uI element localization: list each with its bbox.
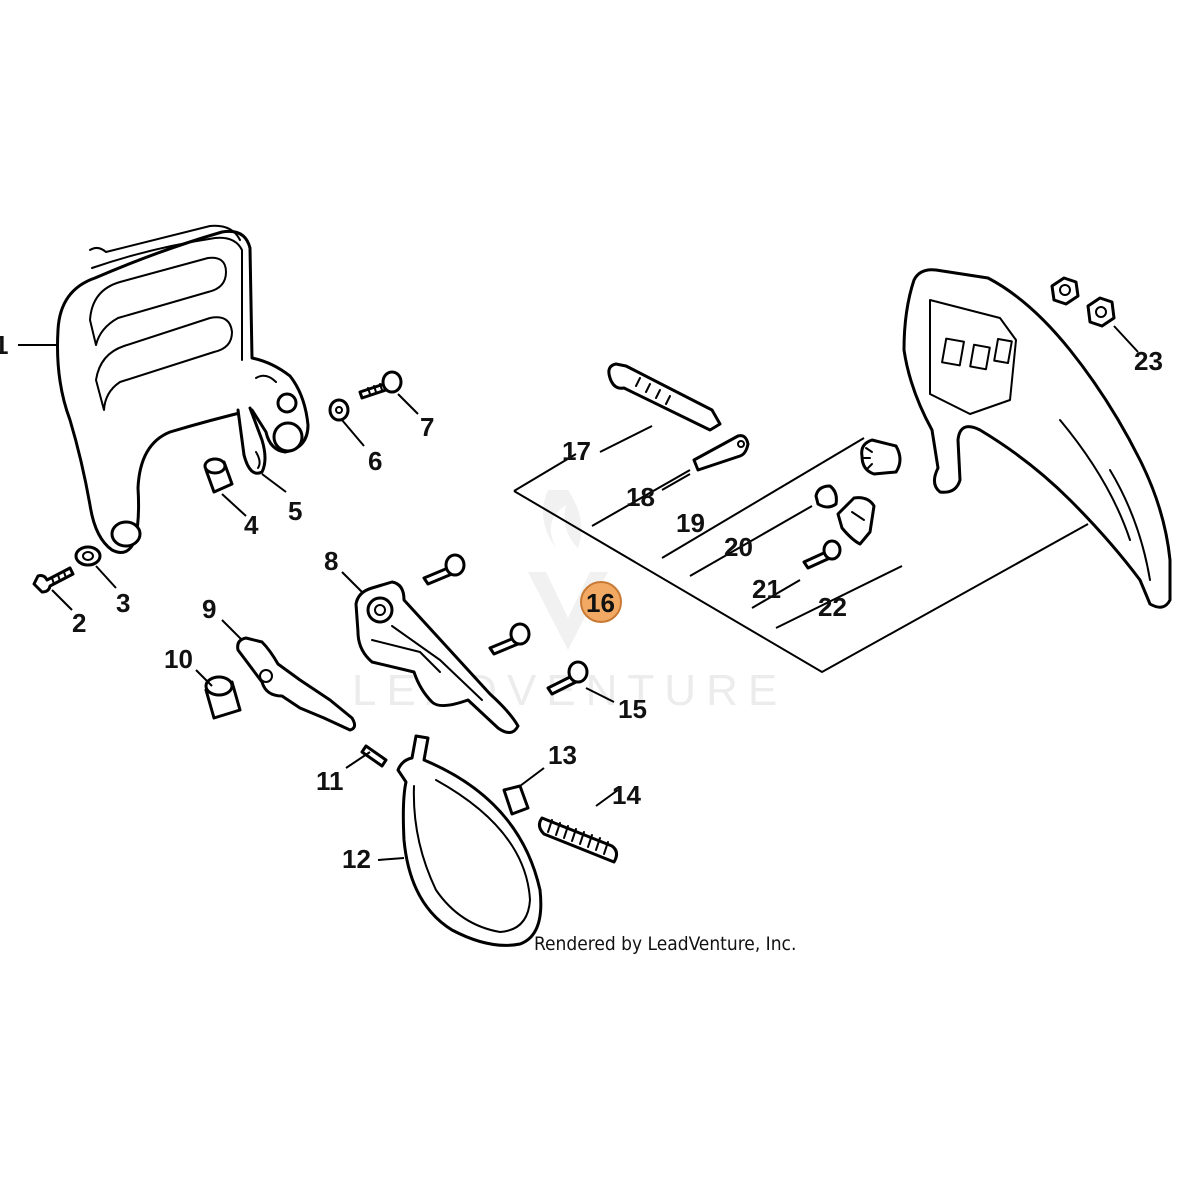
part-screw-misc-b[interactable] (488, 622, 531, 656)
part-screw-2[interactable] (32, 566, 75, 594)
callout-18[interactable]: 18 (626, 482, 655, 512)
callout-5[interactable]: 5 (288, 496, 302, 526)
callout-12[interactable]: 12 (342, 844, 371, 874)
callout-labels: 1 2 3 4 5 6 7 8 9 10 11 12 13 14 15 16 1… (0, 330, 1163, 874)
part-nut-23b[interactable] (1086, 296, 1116, 328)
callout-10[interactable]: 10 (164, 644, 193, 674)
callout-13[interactable]: 13 (548, 740, 577, 770)
callout-8[interactable]: 8 (324, 546, 338, 576)
part-screw-15[interactable] (546, 660, 589, 696)
part-screw-7[interactable] (358, 370, 403, 400)
part-nut-23a[interactable] (1050, 276, 1080, 306)
callout-20[interactable]: 20 (724, 532, 753, 562)
callout-6[interactable]: 6 (368, 446, 382, 476)
part-tensioner-screw-17[interactable] (607, 362, 722, 432)
callout-14[interactable]: 14 (612, 780, 641, 810)
leader-lines (18, 325, 1139, 861)
callout-19[interactable]: 19 (676, 508, 705, 538)
callout-3[interactable]: 3 (116, 588, 130, 618)
callout-23[interactable]: 23 (1134, 346, 1163, 376)
callout-16[interactable]: 16 (586, 588, 615, 618)
part-sprocket-cover[interactable] (902, 268, 1172, 609)
callout-22[interactable]: 22 (818, 592, 847, 622)
part-spring-5[interactable] (236, 406, 267, 475)
assembly-bracket (513, 437, 1089, 674)
callout-11[interactable]: 11 (316, 766, 344, 796)
part-washer-6[interactable] (328, 398, 350, 422)
part-sleeve-4[interactable] (203, 457, 234, 494)
part-brake-band-12[interactable] (396, 734, 543, 947)
part-sleeve-10[interactable] (204, 675, 242, 720)
part-guide-22[interactable] (836, 496, 876, 546)
highlight-circle (580, 581, 622, 623)
part-block-13[interactable] (502, 784, 530, 816)
part-screw-21[interactable] (802, 539, 842, 570)
part-gear-20[interactable] (814, 484, 838, 509)
part-gear-19[interactable] (860, 438, 902, 476)
part-hand-guard[interactable] (56, 224, 310, 554)
part-tensioner-slide-18[interactable] (692, 434, 750, 472)
callout-2[interactable]: 2 (72, 608, 86, 638)
part-spring-14[interactable] (537, 816, 619, 864)
part-bushing-3[interactable] (74, 545, 102, 567)
callout-21[interactable]: 21 (752, 574, 781, 604)
part-screw-misc-a[interactable] (422, 553, 466, 586)
callout-9[interactable]: 9 (202, 594, 216, 624)
part-lever-9[interactable] (236, 636, 357, 732)
callout-4[interactable]: 4 (244, 510, 259, 540)
callout-1[interactable]: 1 (0, 330, 8, 360)
part-pin-11[interactable] (360, 744, 388, 768)
callout-15[interactable]: 15 (618, 694, 647, 724)
callout-17[interactable]: 17 (562, 436, 591, 466)
callout-7[interactable]: 7 (420, 412, 434, 442)
render-credit: Rendered by LeadVenture, Inc. (534, 933, 796, 955)
part-brake-housing-8[interactable] (354, 580, 520, 734)
